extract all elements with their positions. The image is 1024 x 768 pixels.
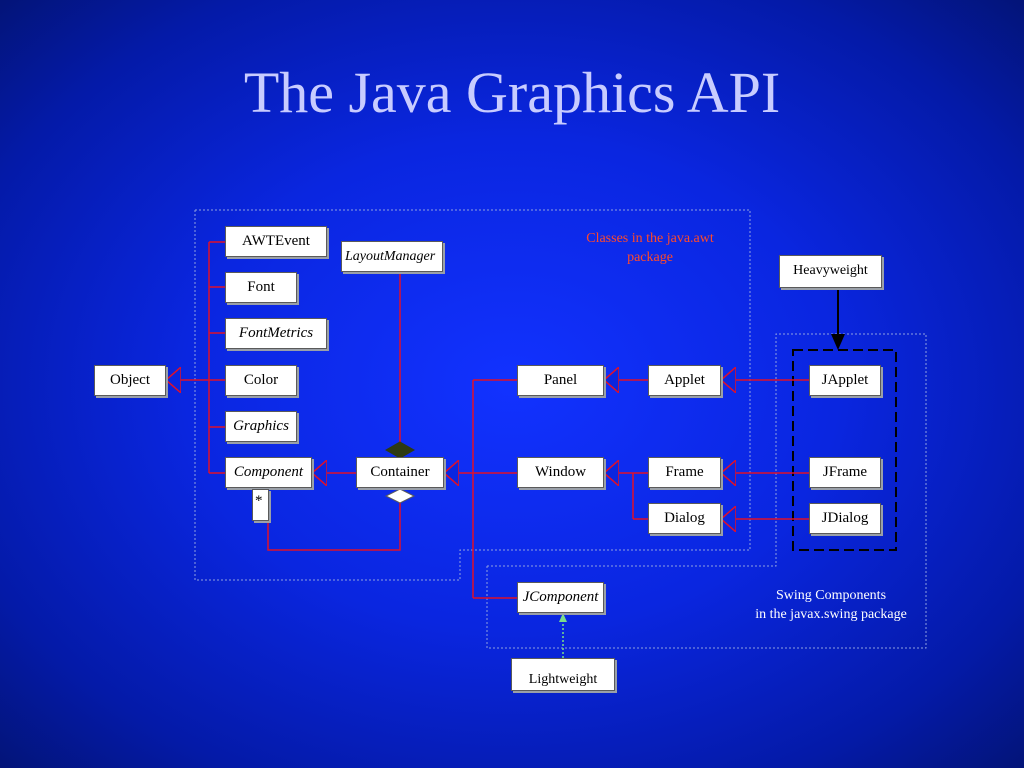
lightweight-label: Lightweight [511, 658, 615, 691]
class-layoutmanager: LayoutManager [341, 241, 443, 272]
swing-note-line1: Swing Components [775, 588, 887, 603]
swing-package-note: Swing Components in the javax.swing pack… [740, 586, 922, 624]
heavyweight-arrowhead [831, 334, 845, 350]
class-component: Component [225, 457, 312, 488]
heavyweight-label: Heavyweight [779, 255, 882, 288]
swing-package-boundary [486, 333, 927, 649]
frame-dialog-to-window-connectors [604, 473, 648, 520]
multiplicity-label: * [252, 489, 269, 521]
class-color: Color [225, 365, 297, 396]
class-fontmetrics: FontMetrics [225, 318, 327, 349]
slide-title: The Java Graphics API [243, 60, 781, 125]
class-window: Window [517, 457, 604, 488]
class-jcomponent: JComponent [517, 582, 604, 613]
component-aggregation-line [267, 503, 401, 551]
class-awtevent: AWTEvent [225, 226, 327, 257]
awt-note-line1: Classes in the java.awt [586, 231, 714, 246]
class-container: Container [356, 457, 444, 488]
object-inheritance-connectors [166, 241, 225, 474]
class-jdialog: JDialog [809, 503, 881, 534]
composition-diamond-filled [384, 441, 416, 459]
class-object: Object [94, 365, 166, 396]
aggregation-diamond-open [384, 488, 416, 504]
awt-package-boundary [194, 209, 751, 581]
class-panel: Panel [517, 365, 604, 396]
lightweight-arrowhead [559, 613, 567, 622]
swing-note-line2: in the javax.swing package [755, 607, 907, 622]
class-graphics: Graphics [225, 411, 297, 442]
awt-package-note: Classes in the java.awt package [560, 229, 740, 267]
class-dialog: Dialog [648, 503, 721, 534]
container-subclass-connectors [444, 379, 517, 599]
class-applet: Applet [648, 365, 721, 396]
class-japplet: JApplet [809, 365, 881, 396]
awt-note-line2: package [627, 250, 673, 265]
class-font: Font [225, 272, 297, 303]
class-jframe: JFrame [809, 457, 881, 488]
class-frame: Frame [648, 457, 721, 488]
heavyweight-group [792, 349, 897, 551]
